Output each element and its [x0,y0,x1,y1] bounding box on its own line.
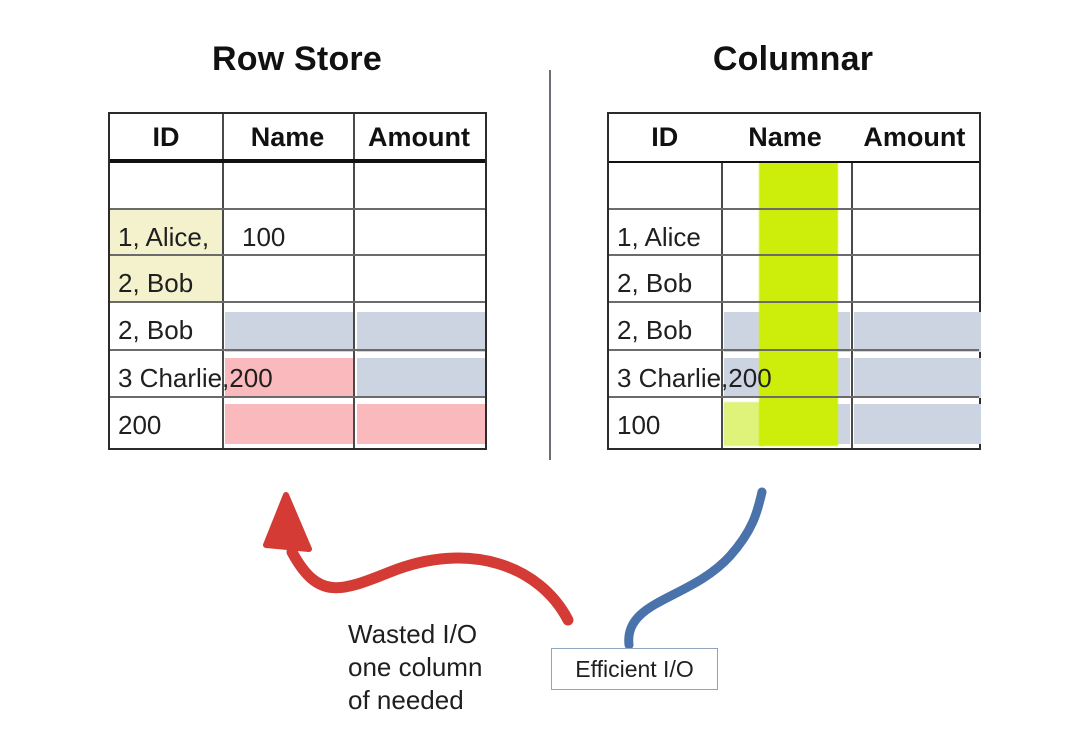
wasted-io-arrow-icon [263,492,574,626]
panel-divider [549,70,551,460]
row-store-cell-id-r5: 3 Charlie,200 [118,363,273,393]
pink-highlight-row5-name [225,358,353,398]
bluegray-highlight-row4-name [225,312,353,352]
columnar-cell-id-r3: 2, Bob [617,268,693,298]
row-store-col-name: Name [250,122,325,152]
bluegray-highlight-row5-amount-col [854,358,981,398]
row-store-cell-id-r4: 2, Bob [118,315,194,345]
row-store-table: ID Name Amount 1, Alice, 100 2, Bob 2, B… [108,112,487,450]
green-highlight-name-column [759,162,838,446]
row-store-header: ID Name Amount [110,114,485,161]
columnar-header: ID Name Amount [609,114,979,161]
columnar-cell-id-r2: 1, Alice [617,222,701,252]
bluegray-highlight-row4-amount-col [854,312,981,352]
wasted-io-label: Wasted I/O one column of needed [348,619,483,715]
columnar-cell-id-r6: 100 [617,410,661,440]
bluegray-highlight-row5-amount [357,358,485,398]
columnar-cell-id-r4: 2, Bob [617,315,693,345]
columnar-col-amount: Amount [863,122,966,152]
row-store-cell-id-r2: 1, Alice, [118,222,210,252]
row-store-cell-name-r2: 100 [242,222,286,252]
pink-highlight-row6-name [225,404,353,444]
pink-highlight-row6-amount [357,404,485,444]
row-store-cell-id-r6: 200 [118,410,162,440]
bluegray-highlight-row6-amount-col [854,404,981,444]
efficient-io-label: Efficient I/O [575,655,694,682]
efficient-io-connector-icon [624,487,767,650]
row-store-title: Row Store [212,40,382,78]
columnar-gridlines [609,114,979,448]
columnar-col-name: Name [748,122,822,152]
row-store-col-amount: Amount [368,122,470,152]
efficient-io-box[interactable]: Efficient I/O [551,648,718,690]
green-highlight-light-lastrow [724,402,764,446]
columnar-cell-id-r5: 3 Charlie,200 [617,363,772,393]
columnar-col-id: ID [651,122,679,152]
bluegray-highlight-row4-amount [357,312,485,352]
row-store-col-id: ID [152,122,180,152]
columnar-table: ID Name Amount 1, Alice 2, Bob 2, Bob 3 … [607,112,981,450]
columnar-title: Columnar [712,40,874,78]
row-store-cell-id-r3: 2, Bob [118,268,194,298]
row-store-gridlines [110,114,485,448]
